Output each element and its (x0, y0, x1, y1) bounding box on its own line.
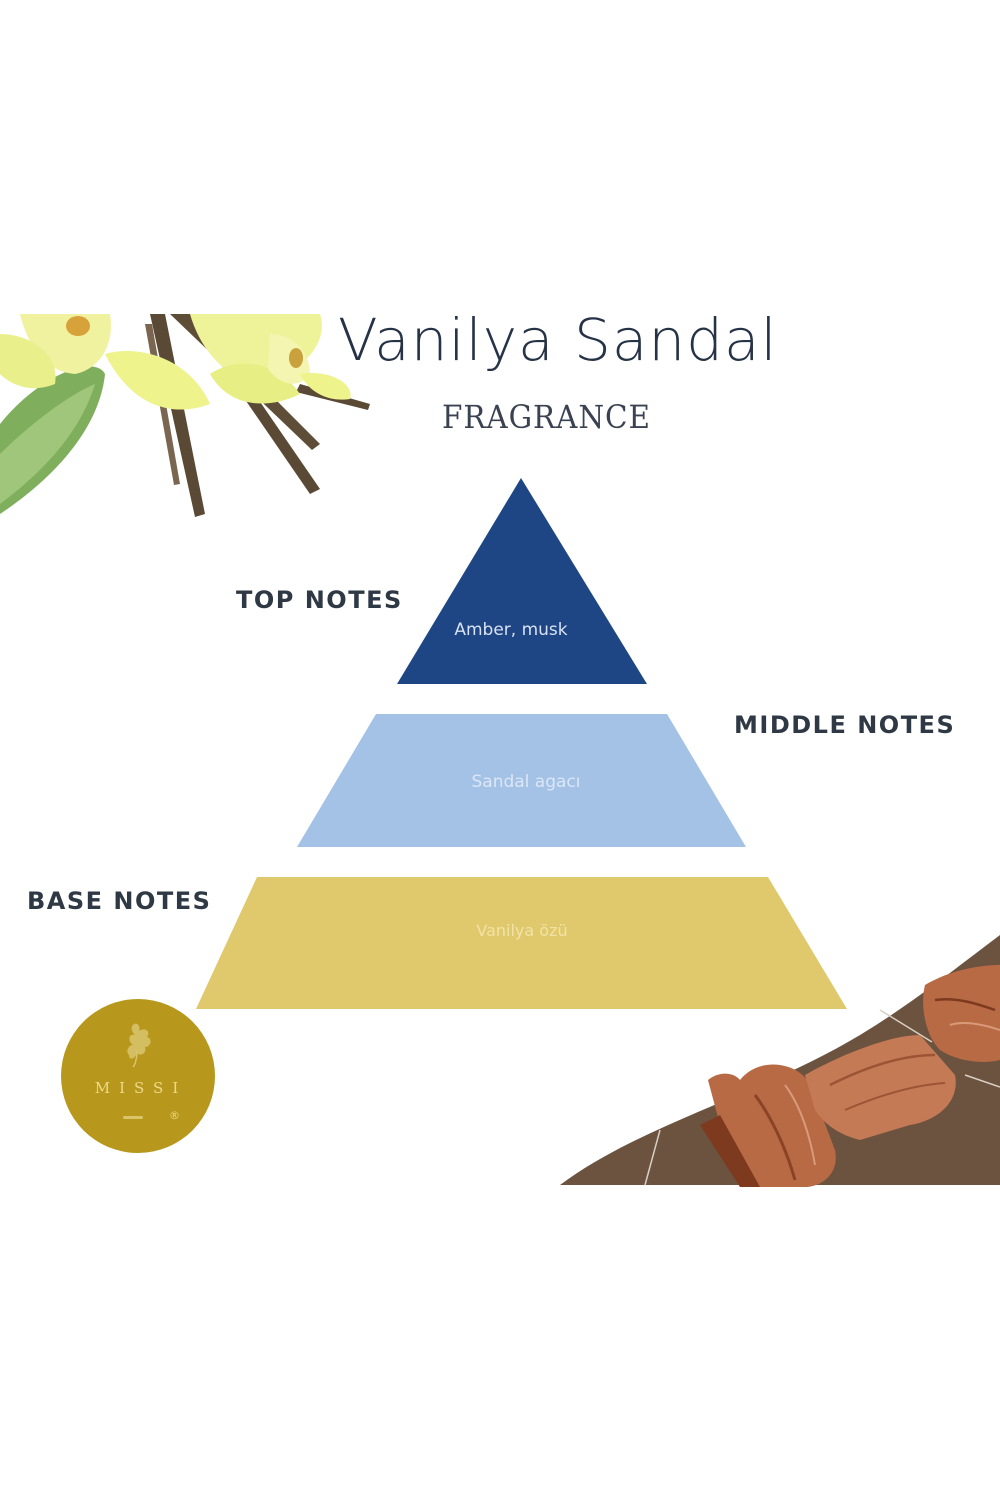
registered-mark-icon: ® (169, 1109, 180, 1122)
top-notes-label: TOP NOTES (236, 586, 403, 614)
fragrance-subtitle: FRAGRANCE (442, 398, 651, 436)
sandalwood-illustration (560, 935, 1000, 1187)
floral-emblem-icon (127, 1023, 151, 1068)
base-notes-label: BASE NOTES (27, 887, 212, 915)
base-notes-text: Vanilya özü (476, 921, 568, 940)
logo-tagline-mark (123, 1116, 143, 1119)
top-notes-text: Amber, musk (454, 620, 568, 640)
top-notes-tier (397, 478, 647, 684)
logo-brand-name: MISSI (94, 1079, 188, 1097)
middle-notes-tier (297, 714, 746, 847)
base-notes-tier (196, 877, 847, 1009)
middle-notes-label: MIDDLE NOTES (734, 711, 956, 739)
vanilla-flower-illustration (0, 314, 370, 517)
fragrance-title: Vanilya Sandal (338, 306, 778, 374)
middle-notes-text: Sandal agacı (471, 772, 581, 792)
missi-logo: MISSI ® (61, 999, 215, 1153)
